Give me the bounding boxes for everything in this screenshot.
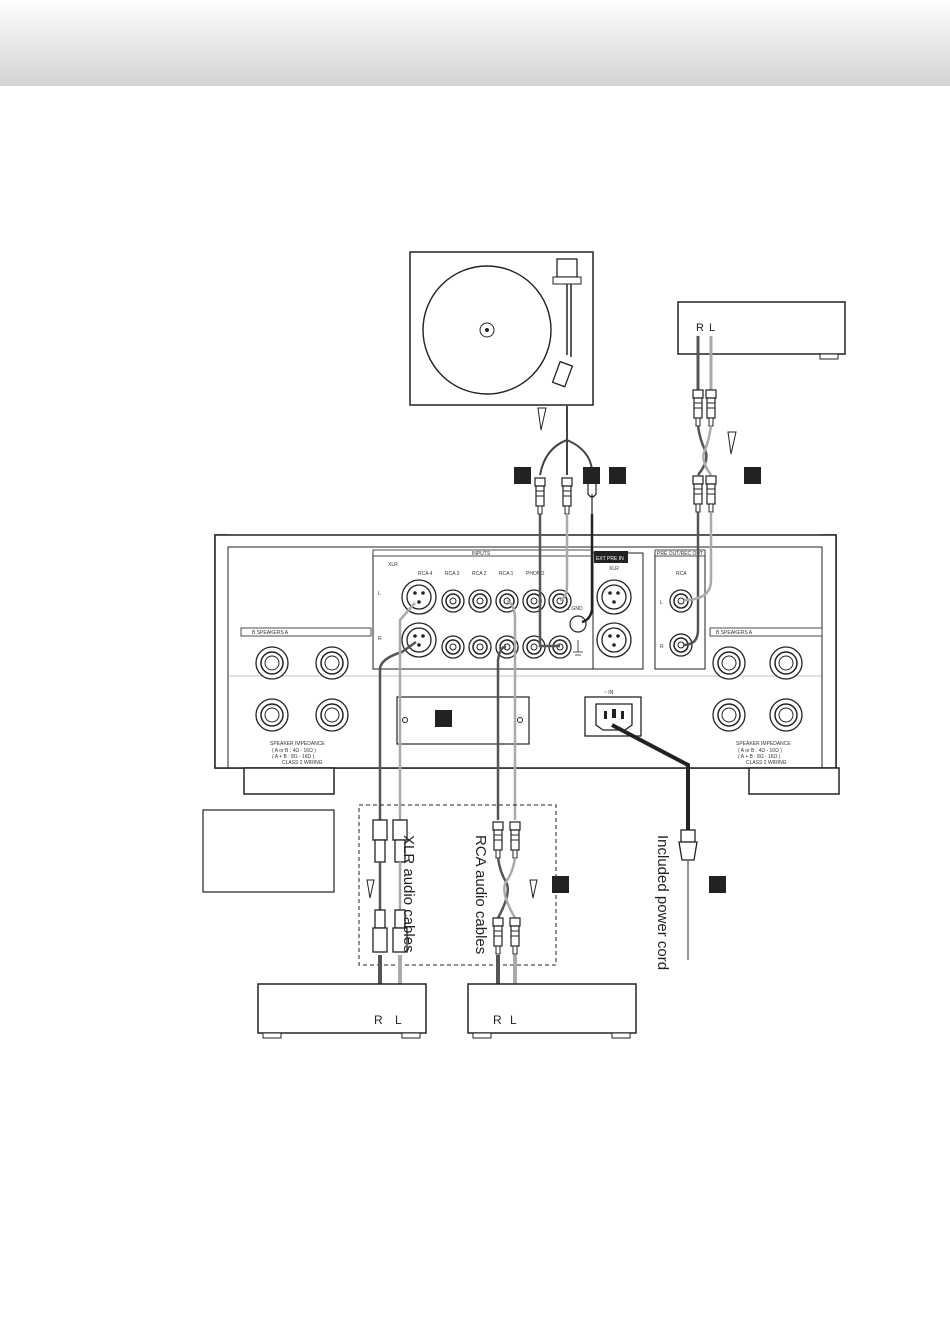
source-r-label: R xyxy=(696,322,704,334)
preout-l-label: L xyxy=(660,600,663,606)
xlr-label: XLR xyxy=(388,562,398,568)
inputs-label: INPUTS xyxy=(472,551,491,557)
note-box xyxy=(202,809,335,893)
bottom-1-l-label: L xyxy=(395,1013,402,1027)
amp-input-cables xyxy=(378,512,713,830)
source-l-label: L xyxy=(709,322,715,334)
rca3-label: RCA 3 xyxy=(445,571,460,577)
bottom-1-r-label: R xyxy=(374,1013,383,1027)
pre-out-label: PRE OUT/REC OUT xyxy=(657,551,703,557)
phono-label: PHONO xyxy=(526,571,544,577)
source-device: R L xyxy=(677,301,846,360)
arrow-icon xyxy=(366,879,375,899)
ext-pre-in-label: EXT PRE IN xyxy=(596,556,624,562)
arrow-icon xyxy=(727,431,737,455)
step-marker xyxy=(514,467,531,484)
bottom-2-l-label: L xyxy=(510,1013,517,1027)
ground-icon xyxy=(573,640,583,656)
impedance-left-3: ( A + B : 8Ω - 16Ω ) xyxy=(272,754,315,760)
impedance-right-3: ( A + B : 8Ω - 16Ω ) xyxy=(738,754,781,760)
impedance-right-1: SPEAKER IMPEDANCE xyxy=(736,741,791,747)
header-band xyxy=(0,0,950,86)
included-cables-box xyxy=(358,804,557,966)
arrow-icon xyxy=(537,407,547,431)
phono-cable-plugs xyxy=(534,477,597,515)
power-cord-label: Included power cord xyxy=(654,835,671,970)
step-marker xyxy=(435,710,452,727)
bottom-device-rca: R L xyxy=(467,955,637,1039)
rca1-label: RCA 1 xyxy=(499,571,514,577)
rca2-label: RCA 2 xyxy=(472,571,487,577)
impedance-left-4: CLASS 2 WIRING xyxy=(282,760,323,766)
step-marker xyxy=(709,876,726,893)
impedance-left-2: ( A or B : 4Ω - 16Ω ) xyxy=(272,748,316,754)
rca-cables-label: RCA audio cables xyxy=(472,835,489,954)
channel-l-label: L xyxy=(378,591,381,597)
ac-in-label: ~ IN xyxy=(604,690,614,696)
rca4-label: RCA 4 xyxy=(418,571,433,577)
impedance-left-1: SPEAKER IMPEDANCE xyxy=(270,741,325,747)
impedance-right-4: CLASS 2 WIRING xyxy=(746,760,787,766)
preout-r-label: R xyxy=(660,644,664,650)
turntable xyxy=(409,251,594,406)
step-marker xyxy=(609,467,626,484)
amplifier-rear-panel: INPUTS XLR RCA 4 RCA 3 RCA 2 RCA 1 PHONO… xyxy=(214,534,840,795)
speakers-label-right: B SPEAKERS A xyxy=(716,630,753,636)
power-cord-plug xyxy=(678,829,726,960)
ext-xlr-label: XLR xyxy=(609,566,619,572)
bottom-2-r-label: R xyxy=(493,1013,502,1027)
xlr-cable-set xyxy=(366,819,408,953)
step-marker xyxy=(583,467,600,484)
arrow-icon xyxy=(529,879,538,899)
channel-r-label: R xyxy=(378,636,382,642)
speakers-label-left: B SPEAKERS A xyxy=(252,630,289,636)
xlr-cables-label: XLR audio cables xyxy=(400,835,417,953)
rca-cable-set xyxy=(492,821,569,955)
bottom-device-xlr: R L xyxy=(257,955,427,1039)
pre-out-cable xyxy=(692,336,737,513)
impedance-right-2: ( A or B : 4Ω - 16Ω ) xyxy=(738,748,782,754)
rca-label: RCA xyxy=(676,571,687,577)
step-marker xyxy=(552,876,569,893)
turntable-cables xyxy=(539,405,593,476)
step-marker xyxy=(744,467,761,484)
